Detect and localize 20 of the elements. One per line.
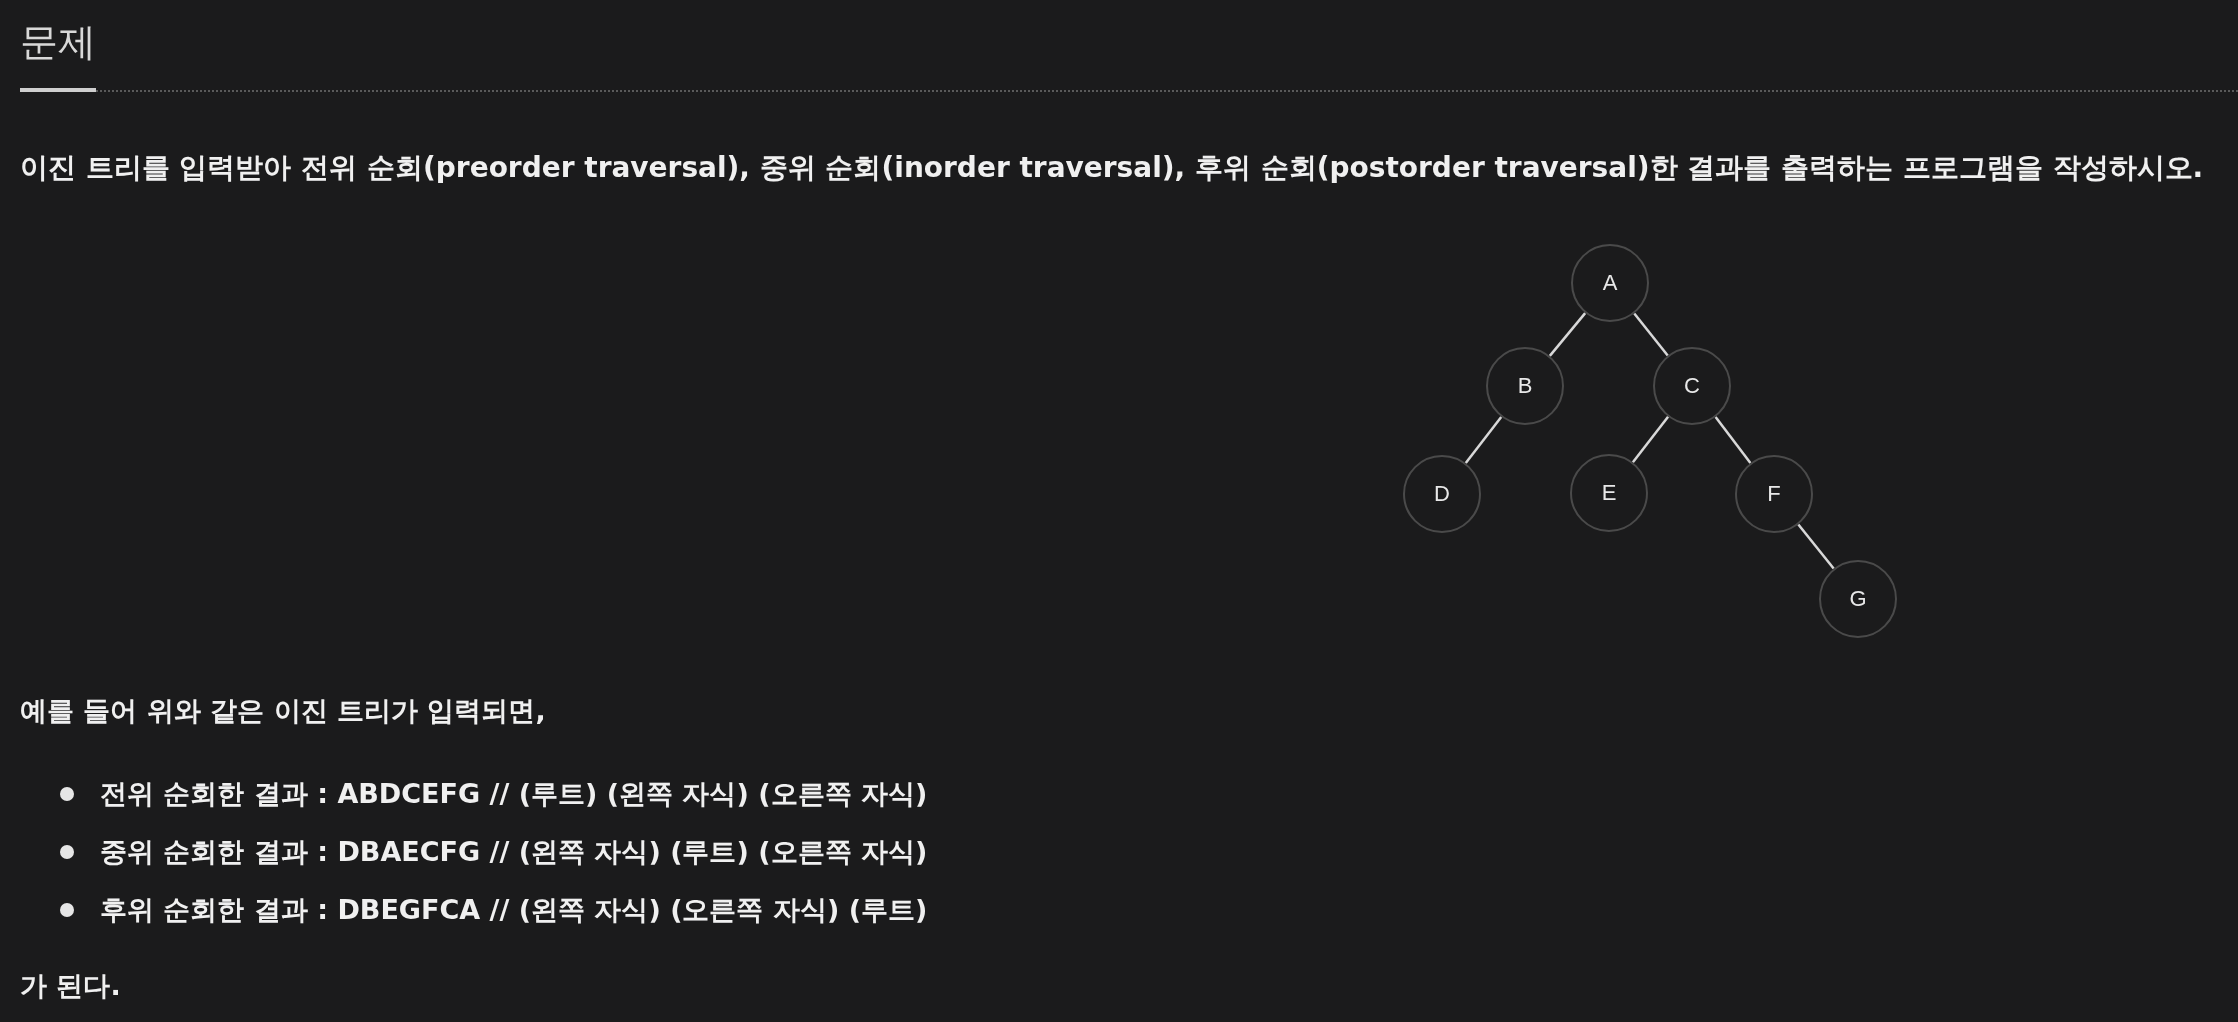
tree-edge	[1464, 416, 1503, 464]
tree-edge	[1631, 416, 1670, 463]
list-item-text: 전위 순회한 결과 : ABDCEFG // (루트) (왼쪽 자식) (오른쪽 자식)	[100, 777, 928, 811]
section-heading: 문제	[20, 19, 96, 66]
node-label: A	[1602, 270, 1618, 296]
tree-edge	[1714, 416, 1752, 464]
node-label: F	[1767, 481, 1781, 507]
list-item-text: 중위 순회한 결과 : DBAECFG // (왼쪽 자식) (루트) (오른쪽 자식)	[100, 835, 928, 869]
tree-edge	[1797, 523, 1835, 570]
node-label: E	[1601, 480, 1617, 506]
tree-edge	[1548, 312, 1587, 357]
problem-statement: 이진 트리를 입력받아 전위 순회(preorder traversal), 중위 순회(inorder traversal), 후위 순회(postorder traversal)한 결과를 출력하는 프로그램을 작성하시오.	[20, 150, 2205, 186]
node-label: G	[1849, 586, 1867, 612]
example-text: 예를 들어 위와 같은 이진 트리가 입력되면,	[20, 694, 547, 728]
tree-edge	[1633, 312, 1669, 357]
node-label: B	[1517, 373, 1533, 399]
list-item-text: 후위 순회한 결과 : DBEGFCA // (왼쪽 자식) (오른쪽 자식) (루트)	[100, 893, 928, 927]
node-label: C	[1684, 373, 1700, 399]
closing-text: 가 된다.	[20, 969, 122, 1003]
node-label: D	[1434, 481, 1450, 507]
